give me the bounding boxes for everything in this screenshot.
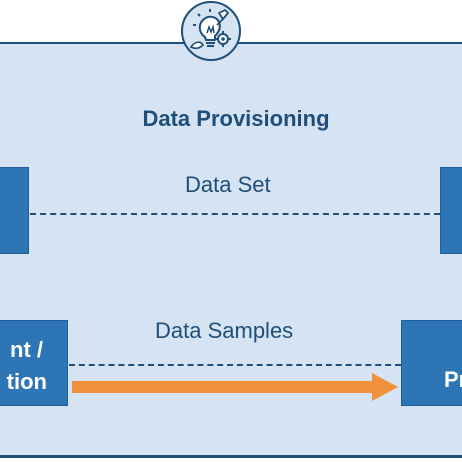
data-samples-dashed-connector [69, 364, 401, 366]
diagram-title: Data Provisioning [142, 106, 330, 131]
data-set-dashed-connector [30, 213, 440, 215]
idea-lightbulb-pencil-gear-icon [189, 9, 231, 50]
bottom-right-box: Pr [401, 320, 462, 406]
top-left-box [0, 167, 29, 254]
bottom-left-box-line-1: nt / [10, 337, 43, 362]
data-flow-arrow [72, 373, 398, 401]
bottom-left-box-line-2: tion [6, 369, 47, 394]
top-right-box [440, 167, 462, 254]
data-samples-label: Data Samples [155, 318, 294, 343]
data-set-label: Data Set [185, 172, 271, 197]
bottom-right-box-line-1: Pr [444, 367, 462, 392]
icon-badge [181, 1, 241, 61]
bottom-left-box: nt / tion [0, 320, 68, 406]
